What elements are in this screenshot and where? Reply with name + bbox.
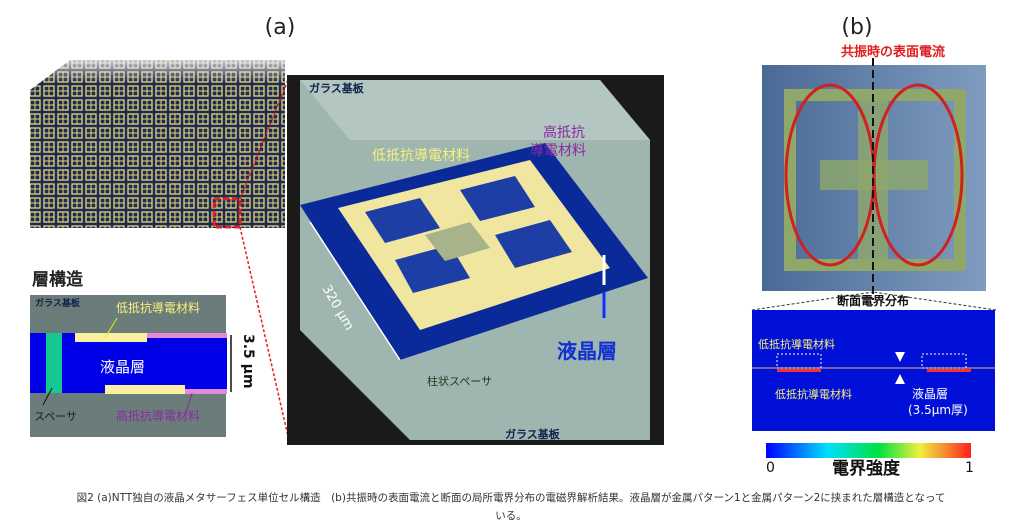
cell-glass-bottom-label: ガラス基板 <box>505 427 561 441</box>
layer-structure-diagram <box>30 295 227 437</box>
section-line <box>751 291 874 311</box>
layer-thickness-label: 3.5 μm <box>240 334 256 389</box>
colorbar <box>766 443 971 458</box>
cell-lc-label: 液晶層 <box>557 339 617 363</box>
layer-high-res-label: 高抵抗導電材料 <box>116 408 200 423</box>
metasurface-array-image <box>30 55 286 229</box>
layer-spacer-label: スペーサ <box>34 410 77 423</box>
panel-b-label: (b) <box>841 15 872 40</box>
panel-a-label: (a) <box>265 15 296 40</box>
caption-line-1: 図2 (a)NTT独自の液晶メタサーフェス単位セル構造 (b)共振時の表面電流と… <box>76 492 946 504</box>
unit-cell-3d <box>287 75 664 445</box>
section-lc-label: 液晶層 <box>912 386 948 401</box>
section-line <box>872 291 997 311</box>
cell-high-res-label-1: 高抵抗 <box>543 124 585 141</box>
cell-glass-top-label: ガラス基板 <box>309 81 365 95</box>
zoom-line <box>239 226 291 446</box>
layer-glass-label: ガラス基板 <box>35 297 81 309</box>
caption-line-2: いる。 <box>495 510 527 522</box>
layer-title: 層構造 <box>32 269 84 290</box>
zoom-line <box>239 74 291 200</box>
colorbar-min: 0 <box>766 460 775 476</box>
highlight-box <box>212 197 242 229</box>
layer-lc-label: 液晶層 <box>100 358 145 376</box>
cell-high-res-label-2: 導電材料 <box>530 143 586 159</box>
section-title: 断面電界分布 <box>837 293 909 308</box>
colorbar-max: 1 <box>965 460 974 476</box>
section-lc-thickness: (3.5μm厚) <box>908 403 968 417</box>
cross-section-field-map <box>752 310 995 431</box>
colorbar-label: 電界強度 <box>832 458 901 479</box>
cell-low-res-label: 低抵抗導電材料 <box>372 148 470 164</box>
section-low-res-top-label: 低抵抗導電材料 <box>758 337 835 351</box>
section-low-res-bottom-label: 低抵抗導電材料 <box>775 387 852 401</box>
cell-spacer-label: 柱状スペーサ <box>427 374 492 388</box>
surface-current-title: 共振時の表面電流 <box>841 44 945 60</box>
size-arrow <box>309 221 401 361</box>
surface-current-map <box>762 58 986 300</box>
layer-low-res-label: 低抵抗導電材料 <box>116 300 200 315</box>
